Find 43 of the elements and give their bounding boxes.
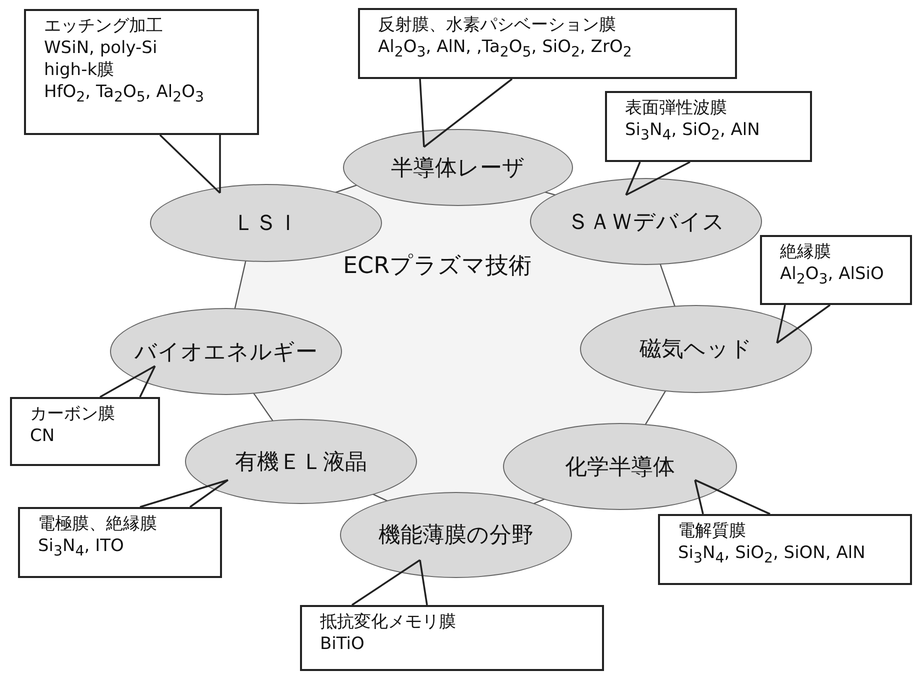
- callout-pointer: [625, 161, 691, 196]
- callout-pointer: [99, 365, 156, 398]
- callout-text: Al$_{2}$O$_{3}$, AlN, ,Ta$_{2}$O$_{5}$, SiO$_{2}$, ZrO$_{2}$: [378, 36, 632, 62]
- callout-pointer: [351, 559, 428, 606]
- callout-text: 電極膜、絶縁膜: [38, 513, 157, 536]
- callout-pointer: [159, 134, 221, 194]
- callout-box: [10, 397, 160, 466]
- callout-text: 抵抗変化メモリ膜: [320, 611, 456, 634]
- callout-pointer: [139, 479, 229, 508]
- callout-text: 反射膜、水素パシベーション膜: [378, 14, 616, 36]
- callout-pointer: [694, 479, 771, 515]
- callout-pointer: [776, 304, 831, 344]
- callout-text: CN: [30, 425, 55, 448]
- category-label: 磁気ヘッド: [640, 336, 752, 364]
- callout-text: high-k膜: [44, 59, 114, 82]
- callout-text: Al$_{2}$O$_{3}$, AlSiO: [780, 263, 884, 289]
- callout-text: カーボン膜: [30, 403, 115, 426]
- callout-pointer: [419, 78, 513, 148]
- callout-text: BiTiO: [320, 633, 364, 656]
- callout-box: [358, 8, 737, 79]
- callout-box: [760, 235, 912, 305]
- callout-text: Si$_{3}$N$_{4}$, SiO$_{2}$, SiON, AlN: [678, 542, 866, 568]
- callout-text: 表面弾性波膜: [625, 97, 727, 120]
- category-label: 化学半導体: [565, 454, 675, 482]
- category-label: バイオエネルギー: [134, 338, 318, 366]
- center-title: ECRプラズマ技術: [343, 252, 532, 281]
- callout-text: Si$_{3}$N$_{4}$, ITO: [38, 535, 124, 561]
- callout-text: Si$_{3}$N$_{4}$, SiO$_{2}$, AlN: [625, 119, 760, 145]
- callout-text: エッチング加工: [44, 15, 163, 38]
- category-label: ＳＡＷデバイス: [567, 208, 725, 236]
- callout-box: [300, 605, 604, 671]
- callout-text: HfO$_{2}$, Ta$_{2}$O$_{5}$, Al$_{2}$O$_{3}$: [44, 81, 204, 108]
- callout-box: [18, 507, 222, 578]
- category-label: 有機ＥＬ液晶: [235, 448, 367, 476]
- callout-text: 絶縁膜: [780, 241, 831, 264]
- callout-box: [605, 91, 812, 162]
- callout-box: [658, 514, 912, 585]
- category-label: ＬＳＩ: [233, 210, 299, 238]
- callout-text: WSiN, poly-Si: [44, 37, 158, 60]
- callout-text: 電解質膜: [678, 520, 746, 542]
- category-label: 半導体レーザ: [391, 154, 525, 182]
- category-label: 機能薄膜の分野: [378, 522, 534, 550]
- callout-box: [24, 9, 259, 135]
